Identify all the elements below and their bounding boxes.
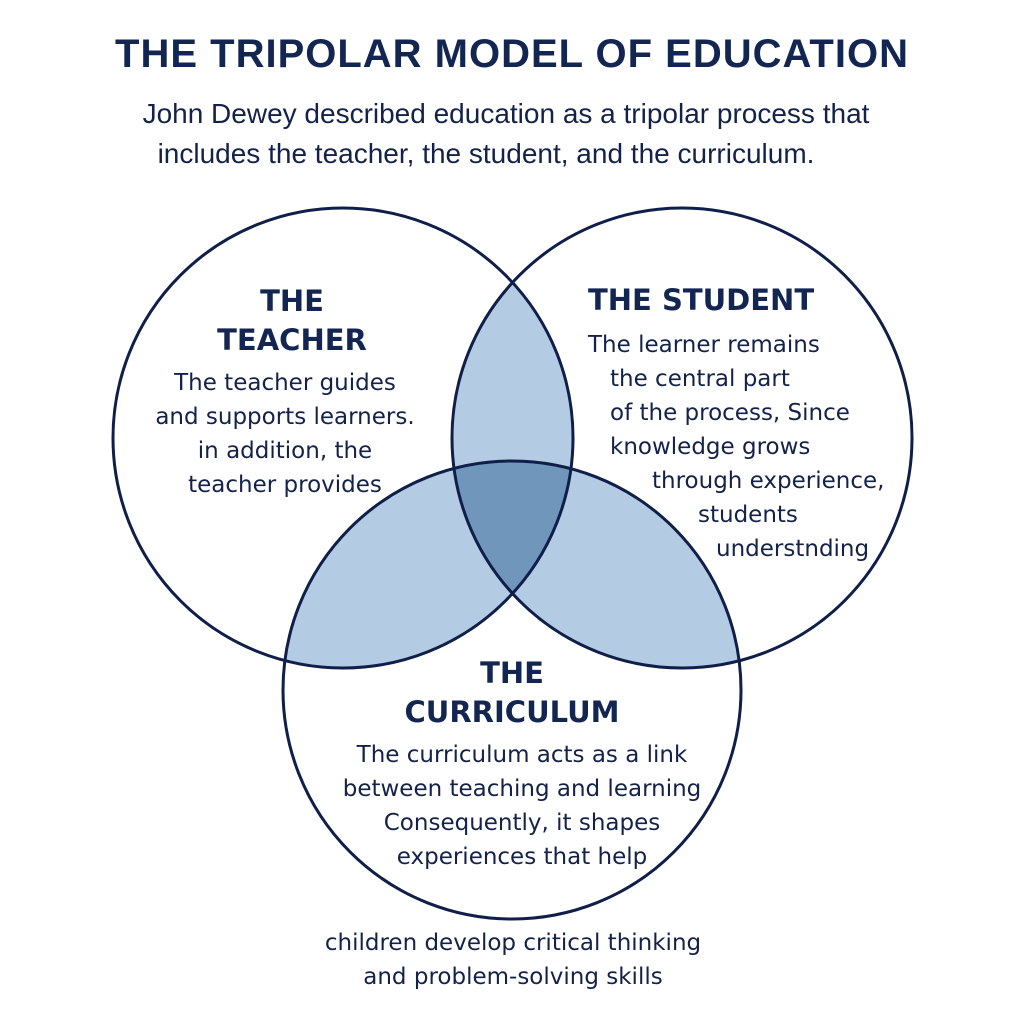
teacher-heading-line-1: THE — [260, 284, 324, 318]
teacher-body-line: teacher provides — [188, 472, 382, 498]
curriculum-circle — [281, 459, 743, 921]
student-heading: THE STUDENT — [588, 283, 815, 317]
student-body-line: through experience, — [652, 468, 885, 494]
curriculum-body: The curriculum acts as a link between te… — [312, 738, 732, 874]
teacher-circle — [111, 206, 575, 670]
curriculum-heading-line-2: CURRICULUM — [404, 695, 620, 729]
student-body: The learner remains the central part of … — [588, 328, 884, 566]
student-body-line: the central part — [610, 366, 790, 392]
student-body-line: students — [698, 502, 798, 528]
diagram-title: THE TRIPOLAR MODEL OF EDUCATION — [115, 32, 909, 76]
teacher-body: The teacher guides and supports learners… — [130, 366, 440, 502]
student-body-line: understnding — [716, 536, 870, 562]
student-body-line: of the process, Since — [610, 400, 850, 426]
teacher-heading: THE TEACHER — [192, 282, 392, 360]
student-body-line: The learner remains — [588, 332, 820, 358]
footer-line-1: children develop critical thinking — [324, 930, 702, 956]
teacher-body-line: and supports learners. — [155, 404, 415, 430]
teacher-body-line: in addition, the — [197, 438, 373, 464]
student-circle — [450, 206, 914, 670]
curriculum-body-line: experiences that help — [396, 844, 648, 870]
subtitle-line-1: John Dewey described education as a trip… — [142, 98, 870, 129]
teacher-body-line: The teacher guides — [174, 370, 396, 396]
teacher-heading-line-2: TEACHER — [217, 323, 367, 357]
curriculum-heading: THE CURRICULUM — [362, 654, 662, 732]
subtitle-line-2: includes the teacher, the student, and t… — [157, 138, 815, 169]
overlap-teacher-curriculum — [283, 461, 573, 668]
student-body-line: knowledge grows — [610, 434, 811, 460]
overlap-student-curriculum — [452, 461, 741, 668]
curriculum-heading-line-1: THE — [480, 656, 544, 690]
curriculum-body-line: The curriculum acts as a link — [356, 742, 688, 768]
footer-text: children develop critical thinking and p… — [258, 926, 768, 994]
curriculum-body-line: Consequently, it shapes — [383, 810, 661, 836]
footer-line-2: and problem-solving skills — [363, 964, 663, 990]
curriculum-body-line: between teaching and learning — [342, 776, 702, 802]
